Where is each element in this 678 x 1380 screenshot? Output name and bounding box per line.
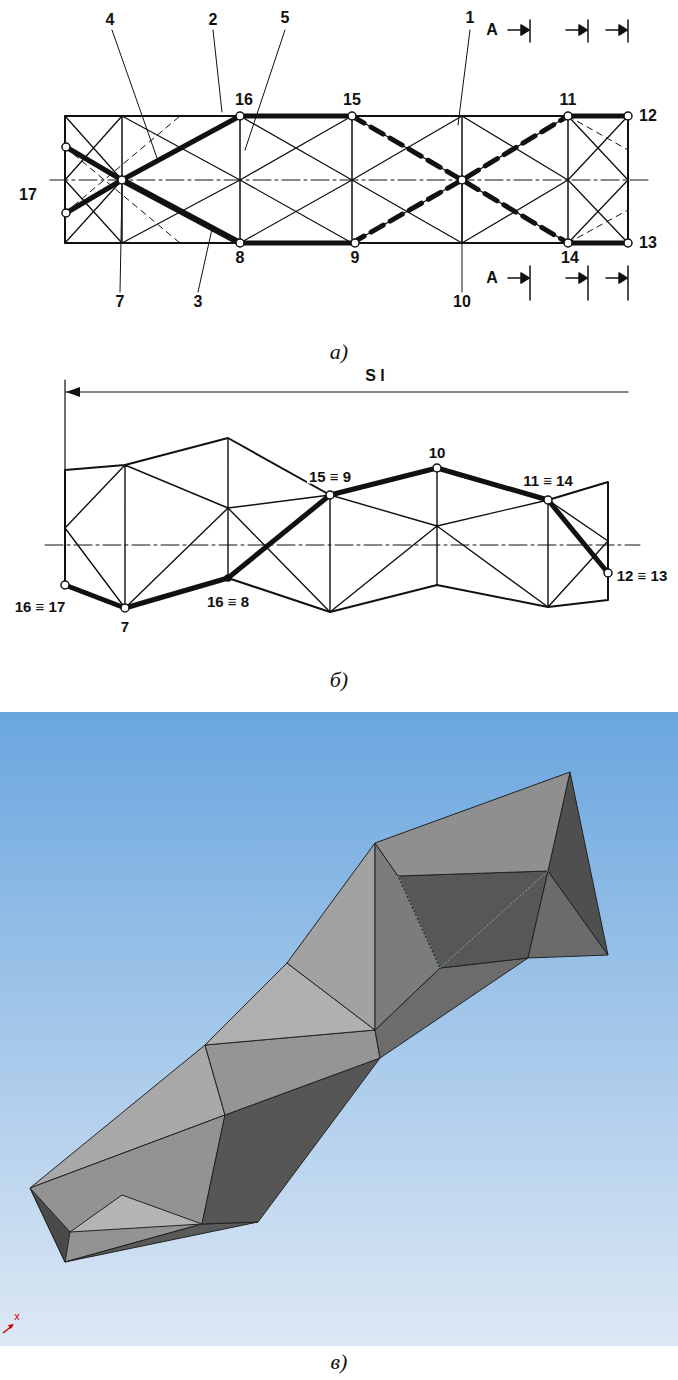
point-label: 7 bbox=[119, 619, 131, 634]
bold-fold bbox=[66, 116, 628, 243]
render-3d bbox=[0, 712, 678, 1346]
point-number: 16 bbox=[235, 92, 253, 108]
point-number: 13 bbox=[639, 235, 657, 251]
point-label: 11 ≡ 14 bbox=[521, 473, 575, 488]
fold-lines bbox=[65, 438, 608, 612]
hinge-points bbox=[61, 464, 612, 612]
flat-pattern bbox=[50, 20, 650, 300]
polyhedron bbox=[30, 772, 608, 1262]
length-dimension bbox=[65, 380, 628, 470]
point-number: 7 bbox=[116, 294, 125, 310]
point-number: 15 bbox=[343, 92, 361, 108]
point-number: 17 bbox=[19, 187, 37, 203]
section-letter: А bbox=[486, 270, 498, 286]
bold-dashed-fold bbox=[352, 116, 568, 243]
callout-number: 1 bbox=[466, 10, 475, 26]
callout-number: 5 bbox=[281, 10, 290, 26]
point-number: 11 bbox=[560, 92, 577, 108]
render-background bbox=[0, 712, 678, 1346]
axis-indicator bbox=[3, 1324, 14, 1333]
bold-fold bbox=[122, 180, 240, 243]
point-label: 16 ≡ 17 bbox=[13, 599, 67, 614]
axis-label: x bbox=[14, 1311, 20, 1322]
point-label: 15 ≡ 9 bbox=[307, 469, 353, 484]
point-label: 12 ≡ 13 bbox=[615, 568, 669, 583]
subfigure-caption: в) bbox=[331, 1351, 348, 1373]
subfigure-caption: а) bbox=[330, 341, 348, 363]
point-number: 9 bbox=[351, 250, 360, 266]
section-marks bbox=[508, 20, 628, 300]
callout-number: 2 bbox=[209, 12, 218, 28]
point-number: 8 bbox=[236, 250, 245, 266]
leader-lines bbox=[112, 30, 470, 292]
point-number: 14 bbox=[561, 250, 579, 266]
dimension-arrowhead bbox=[66, 387, 80, 397]
point-number: 12 bbox=[639, 108, 657, 124]
bold-fold-path bbox=[65, 468, 608, 608]
subfigure-caption: б) bbox=[330, 669, 348, 691]
section-letter: А bbox=[486, 22, 498, 38]
center-line bbox=[45, 545, 640, 546]
point-label: 10 bbox=[427, 445, 448, 460]
outline bbox=[65, 438, 608, 612]
center-line bbox=[50, 180, 650, 181]
point-label: 16 ≡ 8 bbox=[205, 594, 251, 609]
callout-number: 3 bbox=[194, 294, 203, 310]
folded-view bbox=[45, 380, 640, 612]
callout-number: 4 bbox=[106, 12, 115, 28]
dimension-label: S l bbox=[365, 368, 385, 384]
point-number: 10 bbox=[453, 294, 471, 310]
